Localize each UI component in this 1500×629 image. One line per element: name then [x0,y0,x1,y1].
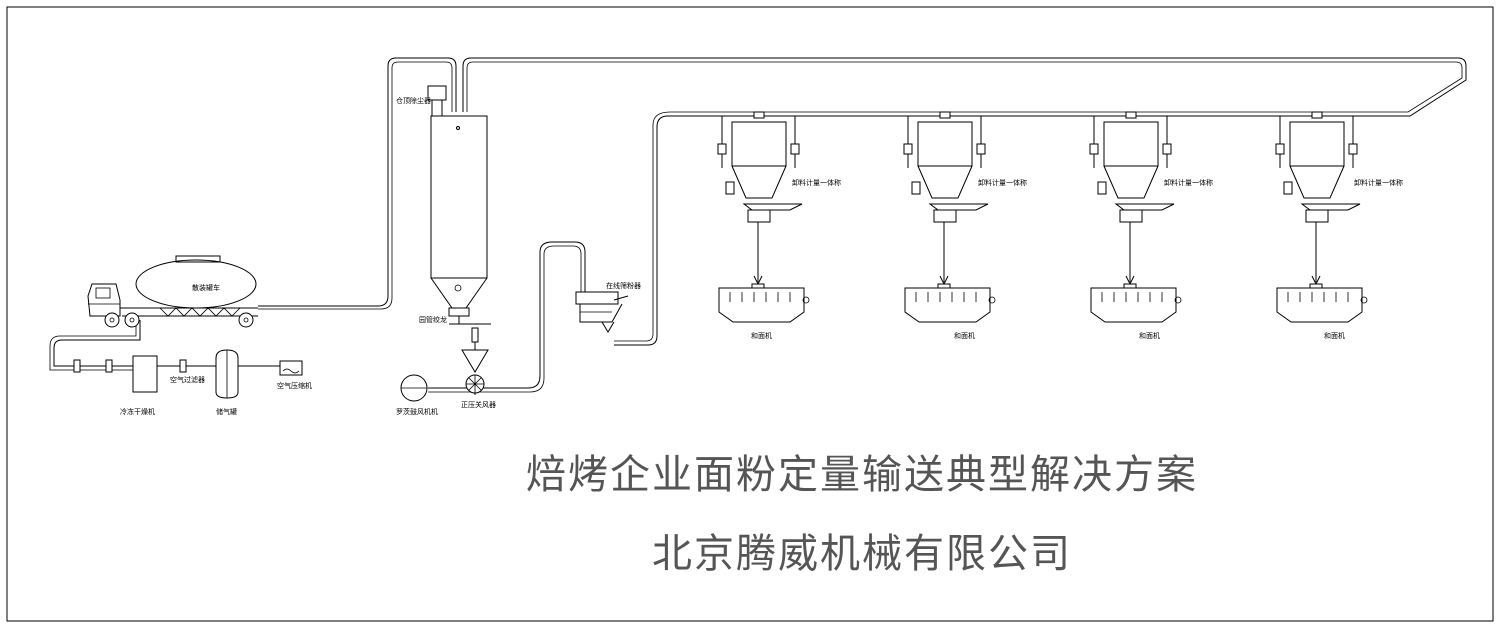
return-pipe [462,57,1467,346]
inline-sifter [575,291,629,333]
flour-silo [427,85,491,395]
tanker-feed-pipe [258,57,457,307]
station-1-weigh-label: 卸料计量一体称 [792,178,841,187]
station-1 [717,111,810,323]
silo-discharger-label: 园管绞龙 [419,315,447,324]
station-2 [903,111,996,323]
dryer-label: 冷冻干燥机 [120,407,155,416]
station-4 [1275,111,1368,323]
air-filter-label: 空气过滤器 [170,375,205,384]
station-2-weigh-label: 卸料计量一体称 [978,178,1027,187]
dust-collector-label: 仓顶除尘器 [396,96,431,105]
compressor-label: 空气压缩机 [277,381,312,390]
tanker-truck [87,255,258,328]
blower-pipe-inner [428,245,582,393]
sifter-label: 在线筛粉器 [606,281,641,290]
rotary-valve-label: 正压关风器 [461,400,496,409]
drawing-frame [6,6,1494,622]
diagram-title: 焙烤企业面粉定量输送典型解决方案 [526,452,1198,498]
station-1-mixer-label: 和面机 [751,331,772,340]
return-pipe-inner [466,61,1463,342]
air-line-inner [49,320,137,371]
station-3-mixer-label: 和面机 [1139,331,1160,340]
tanker-label: 散装罐车 [192,283,220,292]
company-name: 北京腾威机械有限公司 [652,531,1072,577]
tanker-feed-pipe-inner [258,61,453,310]
station-4-mixer-label: 和面机 [1324,331,1345,340]
station-3-weigh-label: 卸料计量一体称 [1164,178,1213,187]
roots-blower-label: 罗茨鼓风机机 [396,407,438,416]
station-3 [1089,111,1182,323]
roots-blower [400,374,428,402]
air-supply-equipment [73,349,303,399]
air-tank-label: 储气罐 [216,407,237,416]
air-line [53,320,300,367]
station-2-mixer-label: 和面机 [954,331,975,340]
station-4-weigh-label: 卸料计量一体称 [1354,178,1403,187]
blower-pipe [428,241,586,389]
